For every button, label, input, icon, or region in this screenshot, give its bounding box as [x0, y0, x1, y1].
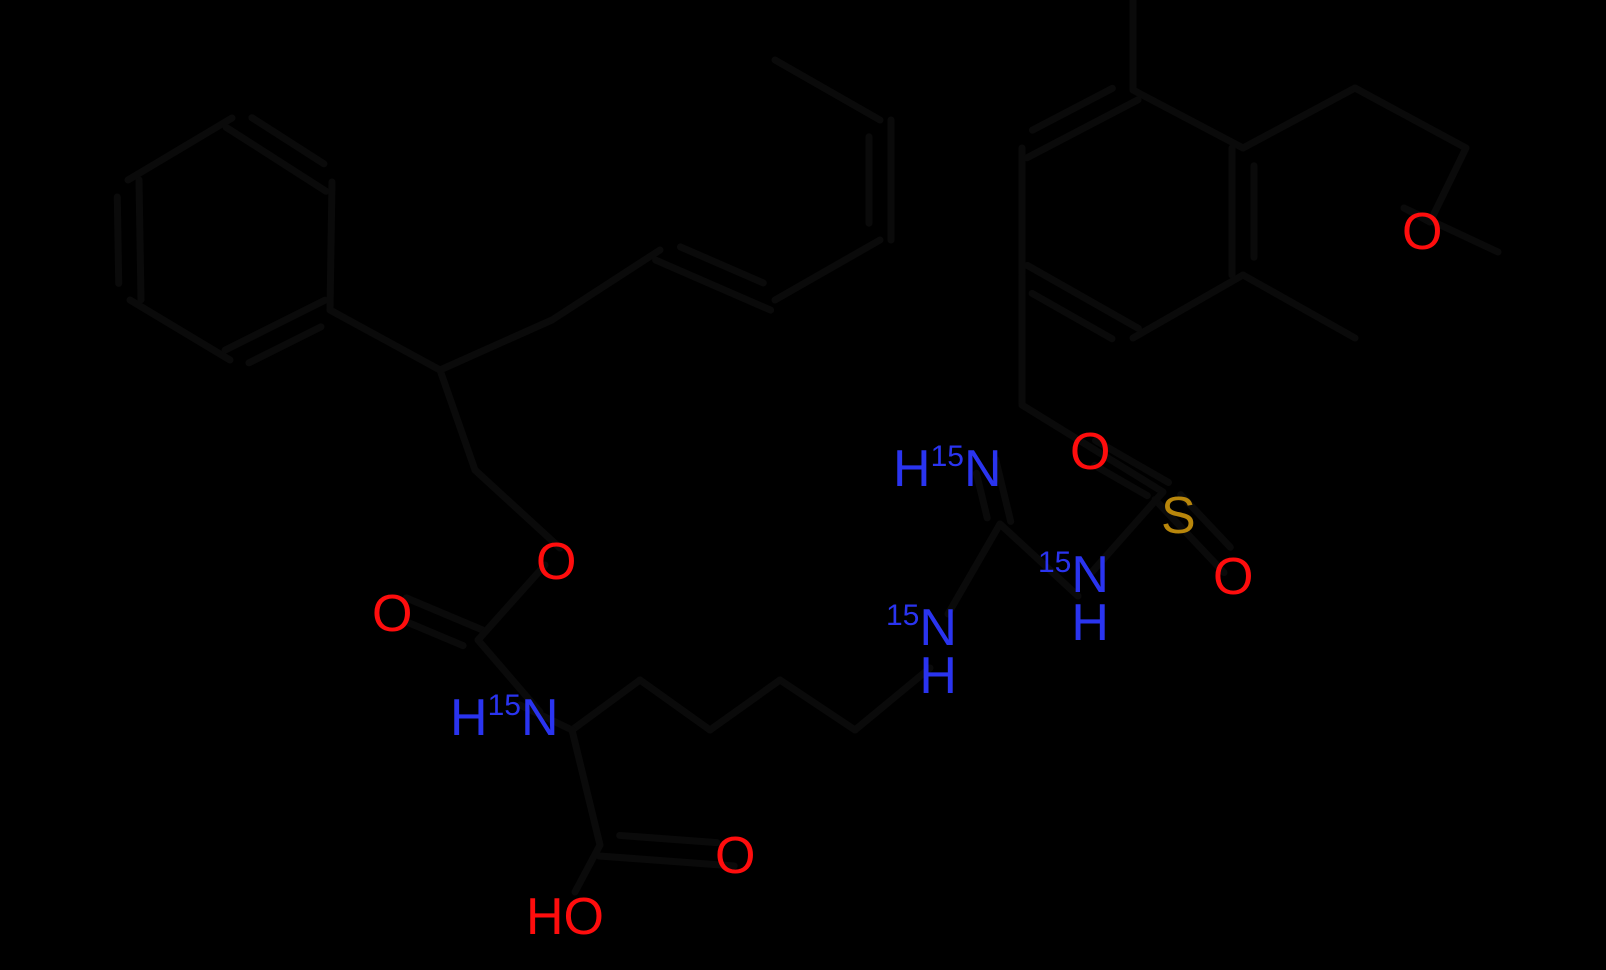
- bond-single: [516, 701, 576, 734]
- atom-label-nitrogen-4: H15N: [450, 688, 559, 747]
- atom-label-oxygen-sulfonyl-upper: O: [1070, 423, 1111, 481]
- bond-single: [1129, 86, 1247, 152]
- nitrogen-glyph: N: [919, 599, 957, 657]
- atom-label-sulfur: S: [1161, 487, 1196, 545]
- bond-single: [706, 676, 784, 734]
- bond-single: [1129, 271, 1247, 342]
- isotope-15-superscript: 15: [886, 598, 920, 632]
- bond-double-outer: [1023, 96, 1142, 162]
- nitrogen-glyph: N: [520, 689, 559, 747]
- bond-single: [1426, 144, 1470, 226]
- bond-double-inner: [1091, 461, 1151, 500]
- bond-single: [326, 178, 336, 314]
- atom-label-oxygen-carboxyl-carbonyl: O: [715, 827, 756, 885]
- bond-double-inner: [616, 831, 721, 847]
- bond-double-outer: [595, 852, 738, 870]
- hydrogen-glyph: H: [919, 646, 957, 705]
- bond-single: [474, 636, 544, 716]
- bond-single: [474, 561, 549, 644]
- bond-double-outer: [135, 176, 145, 304]
- bond-double-inner: [113, 193, 123, 287]
- bond-single: [1351, 84, 1470, 152]
- bond-single: [1239, 271, 1359, 342]
- hydrogen-glyph: H: [1071, 593, 1109, 652]
- bond-double-inner: [1028, 84, 1116, 134]
- atom-label-oxygen-sulfonyl-lower: O: [1213, 548, 1254, 606]
- bond-double-outer: [1151, 496, 1228, 577]
- isotope-15-superscript: 15: [487, 688, 521, 722]
- isotope-15-superscript: 15: [930, 439, 964, 473]
- bond-single: [436, 366, 479, 474]
- bond-double-outer: [221, 296, 329, 354]
- bond-double-inner: [676, 243, 767, 287]
- bond-single: [1088, 488, 1167, 576]
- bond-lines: [113, 0, 1502, 896]
- bond-single: [436, 316, 556, 374]
- bond-double-inner: [245, 323, 325, 367]
- bond-single: [944, 520, 1004, 618]
- bond-single: [571, 841, 604, 896]
- bond-single: [326, 306, 444, 374]
- bond-double-outer: [652, 256, 775, 314]
- bond-single: [124, 114, 236, 184]
- hydrogen-glyph: H: [450, 689, 488, 747]
- hydrogen-glyph: H: [893, 440, 931, 498]
- bond-double-outer: [222, 123, 330, 195]
- bond-single: [636, 676, 714, 734]
- bond-single: [1018, 401, 1167, 496]
- atom-label-nitrogen-2: 15 N H: [1038, 546, 1109, 652]
- bond-single: [1400, 204, 1502, 256]
- bond-double-outer: [402, 594, 486, 634]
- bond-single: [126, 296, 234, 364]
- bond-double-inner: [972, 469, 991, 522]
- isotope-15-superscript: 15: [1038, 545, 1072, 579]
- bond-single: [771, 56, 884, 124]
- bond-single: [771, 236, 884, 304]
- bond-double-outer: [1091, 436, 1172, 486]
- bond-double-inner: [248, 114, 328, 168]
- nitrogen-glyph: N: [963, 440, 1002, 498]
- bond-double-inner: [1177, 491, 1234, 551]
- atom-label-oxygen-methoxy: O: [1402, 203, 1443, 261]
- atom-label-oxygen-carbamate-ester: O: [536, 533, 577, 591]
- bond-single: [471, 466, 564, 552]
- bond-single: [568, 726, 604, 849]
- bond-double-outer: [992, 455, 1015, 525]
- bond-single: [1239, 84, 1359, 152]
- atom-label-hydroxyl: HO: [526, 888, 604, 946]
- bond-double-outer: [1023, 261, 1142, 332]
- bond-double-inner: [404, 619, 467, 650]
- atom-label-nitrogen-3: 15 N H: [886, 599, 957, 705]
- nitrogen-glyph: N: [1071, 546, 1109, 604]
- bond-double-inner: [1028, 289, 1116, 343]
- bond-single: [548, 246, 664, 324]
- bond-single: [996, 520, 1082, 600]
- atom-label-oxygen-carbamate-carbonyl: O: [372, 585, 413, 643]
- atom-label-nitrogen-1: H15N: [893, 439, 1002, 498]
- bond-single: [568, 676, 644, 734]
- bond-single: [776, 676, 859, 734]
- bond-single: [851, 664, 934, 734]
